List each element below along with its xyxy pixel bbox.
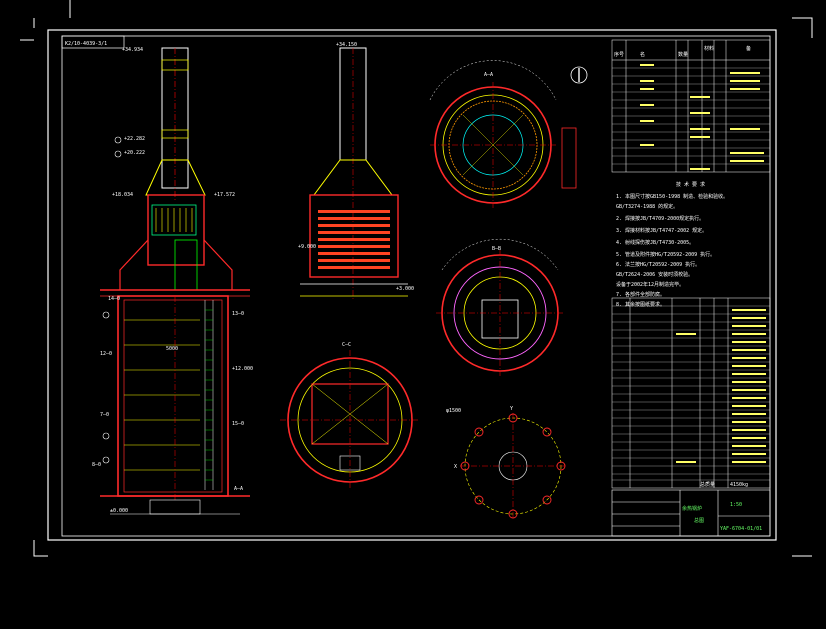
elev-g: +9.000 — [298, 244, 316, 250]
drawing-frame — [47, 29, 777, 541]
elev-d: +18.034 — [112, 192, 133, 198]
svg-text:8. 其余按图纸要求。: 8. 其余按图纸要求。 — [616, 301, 665, 308]
svg-text:3. 焊接材料按JB/T4747-2002 规定。: 3. 焊接材料按JB/T4747-2002 规定。 — [616, 227, 707, 234]
parts-table-top — [611, 39, 771, 173]
note-diameter: φ1500 — [446, 408, 461, 414]
section-view-bb — [436, 238, 564, 376]
tag-13: 13—0 — [232, 311, 244, 317]
elev-c: +17.572 — [214, 192, 235, 198]
svg-text:备: 备 — [746, 45, 751, 52]
y-axis-label: Y — [510, 406, 513, 412]
title-scale: 1:50 — [730, 502, 742, 508]
elev-top: +34.934 — [122, 47, 143, 53]
parts-table-top-values — [640, 64, 764, 170]
parts-table-top-rows — [612, 67, 770, 165]
elev-e: +12.000 — [232, 366, 253, 372]
main-elevation-view: +34.934 +22.282 +20.222 +18.034 +17.572 … — [92, 47, 253, 515]
drawing-inner-frame — [61, 35, 771, 537]
svg-text:5. 管道及附件按HG/T20592-2009 执行。: 5. 管道及附件按HG/T20592-2009 执行。 — [616, 251, 715, 258]
svg-text:1. 本图尺寸按GB150-1998 制造、检验和验收。: 1. 本图尺寸按GB150-1998 制造、检验和验收。 — [616, 193, 728, 200]
svg-text:GB/T3274-1988 的规定。: GB/T3274-1988 的规定。 — [616, 203, 678, 210]
svg-text:设备于2002年12月制造完毕。: 设备于2002年12月制造完毕。 — [616, 281, 684, 288]
svg-text:4. 射线探伤按JB/T4730-2005。: 4. 射线探伤按JB/T4730-2005。 — [616, 239, 694, 246]
svg-text:2. 焊接按JB/T4709-2000规定执行。: 2. 焊接按JB/T4709-2000规定执行。 — [616, 215, 704, 222]
tag-8: 8—0 — [92, 462, 101, 468]
svg-text:序号: 序号 — [614, 51, 624, 58]
dim-5000: 5000 — [166, 346, 178, 352]
corner-tag: K2/10-4039-3/1 — [65, 41, 107, 47]
notes-title: 技 术 要 求 — [676, 181, 705, 188]
tag-7: 7—0 — [100, 412, 109, 418]
plan-view-aa — [429, 60, 577, 208]
svg-text:材料: 材料 — [704, 45, 714, 52]
elev-j: +3.000 — [396, 286, 414, 292]
svg-text:数量: 数量 — [678, 51, 688, 58]
tag-14: 14—0 — [108, 296, 120, 302]
parts-table-bottom-rows — [612, 305, 770, 481]
parts-total-label: 总质量 — [700, 481, 715, 488]
technical-notes: 技 术 要 求 1. 本图尺寸按GB150-1998 制造、检验和验收。 GB/… — [616, 181, 728, 308]
section-bb-label: B—B — [492, 246, 501, 252]
drawing-number: YAF-6704-01/01 — [720, 526, 762, 532]
parts-table-bottom-values — [676, 309, 766, 463]
parts-table-bottom — [611, 297, 771, 489]
tag-15: 15—0 — [232, 421, 244, 427]
svg-text:GB/T2624-2006 安装时须校验。: GB/T2624-2006 安装时须校验。 — [616, 271, 693, 278]
north-arrow-icon — [570, 66, 588, 84]
elev-a: +22.282 — [124, 136, 145, 142]
parts-total-value: 4150kg — [730, 482, 748, 488]
corner-tag-box — [61, 35, 125, 49]
title-name: 余热锅炉 — [682, 505, 702, 512]
tag-12: 12—0 — [100, 351, 112, 357]
section-view-cc — [280, 350, 420, 490]
elev-top-mid: +34.150 — [336, 42, 357, 48]
elev-b: +20.222 — [124, 150, 145, 156]
title-sub: 总图 — [694, 517, 704, 524]
svg-text:7. 各部件全部防腐。: 7. 各部件全部防腐。 — [616, 291, 665, 298]
parts-table-top-header: 序号 名 数量 材料 备 — [614, 45, 751, 58]
svg-text:6. 法兰按HG/T20592-2009 执行。: 6. 法兰按HG/T20592-2009 执行。 — [616, 261, 700, 268]
svg-text:名: 名 — [640, 51, 645, 58]
x-axis-label: X — [454, 464, 457, 470]
elev-h: ±0.000 — [110, 508, 128, 514]
section-cc-label: C—C — [342, 342, 351, 348]
side-elevation-view: +34.150 +9.000 +3.000 — [298, 42, 414, 300]
section-aa-left: A—A — [234, 486, 243, 492]
sheet-corner-marks — [20, 0, 813, 557]
section-aa-label: A—A — [484, 72, 493, 78]
bolt-circle-view — [460, 413, 566, 519]
title-block — [611, 489, 771, 537]
